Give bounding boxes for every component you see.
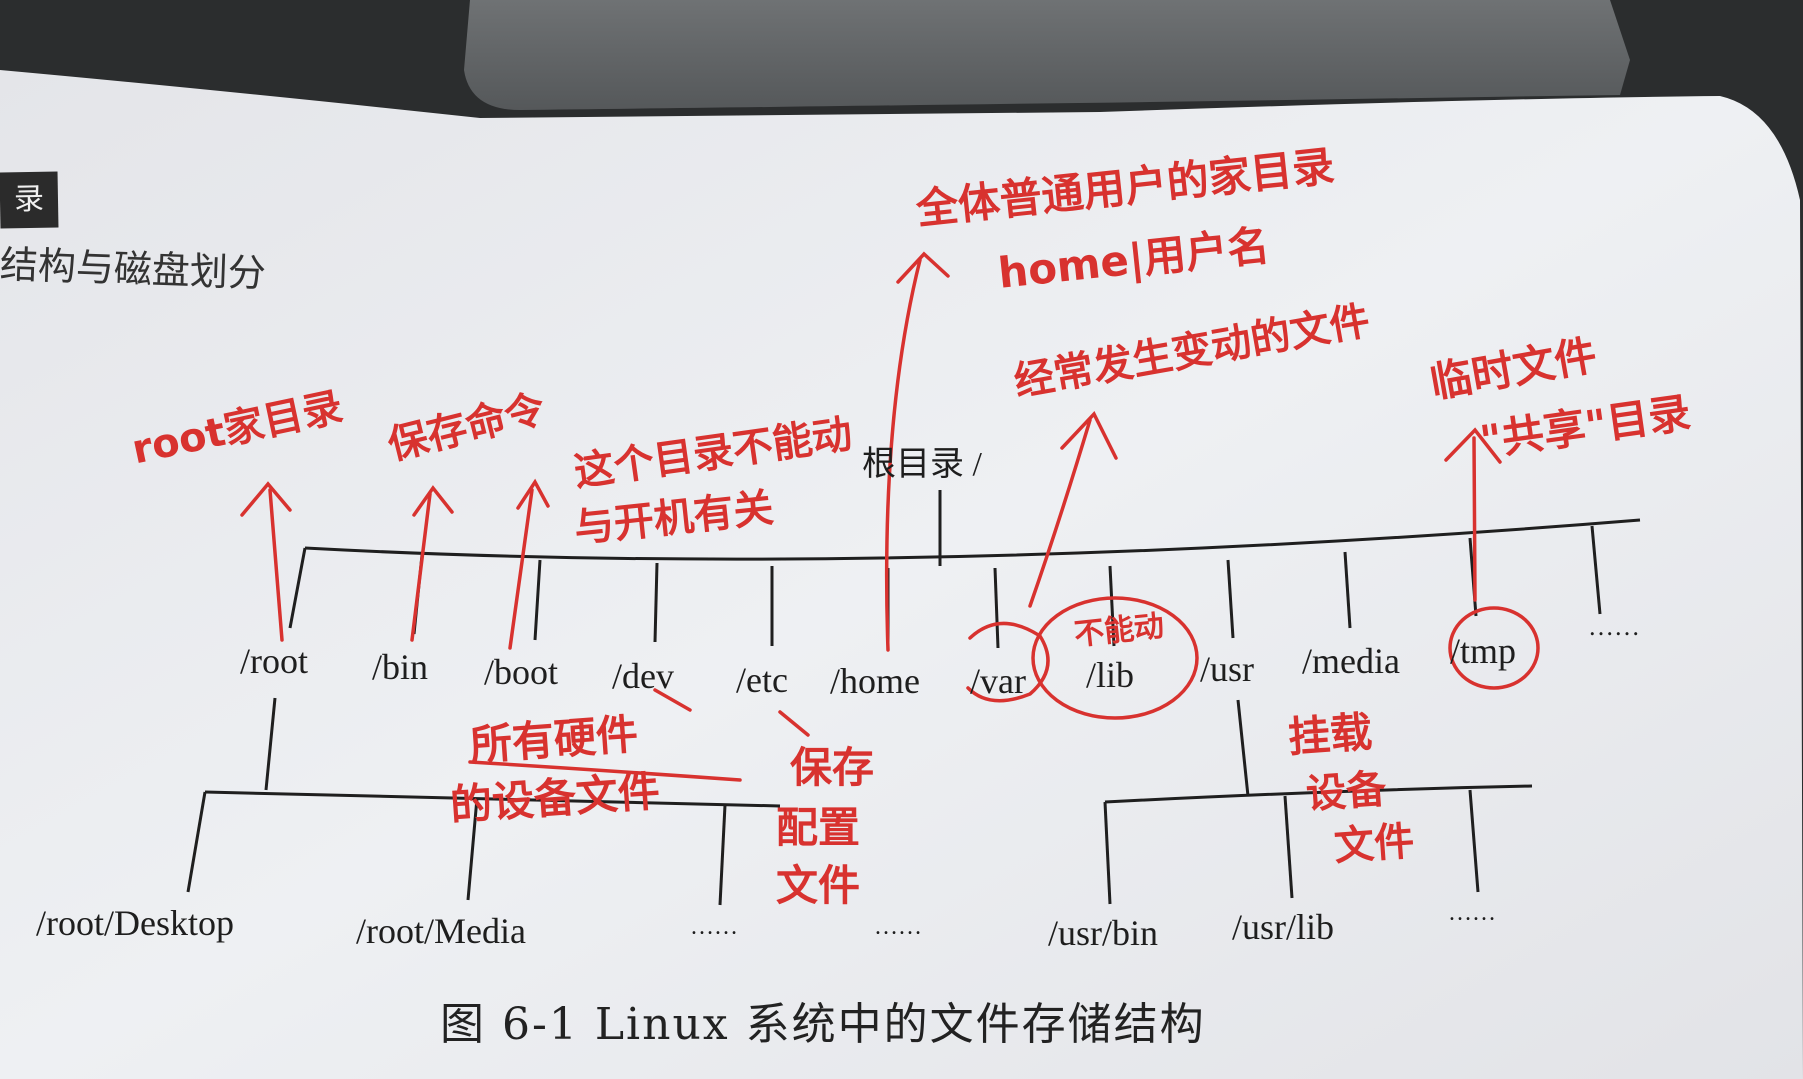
dir-root: /root	[240, 641, 308, 681]
dir-usr-bin: /usr/bin	[1048, 913, 1159, 953]
dir-root-media: /root/Media	[356, 911, 526, 951]
book-page	[0, 70, 1803, 1079]
annotation-media-line1: 挂载	[1286, 707, 1374, 762]
tablet-device	[464, 0, 1630, 110]
dir-usr-lib: /usr/lib	[1232, 907, 1335, 947]
dir-bin: /bin	[372, 647, 429, 687]
dir-etc: /etc	[736, 660, 788, 700]
annotation-etc-line2: 配置	[776, 803, 861, 852]
dir-var: /var	[970, 661, 1026, 701]
dir-lib: /lib	[1086, 655, 1135, 695]
dir-home: /home	[830, 661, 920, 701]
annotation-media-line3: 文件	[1332, 818, 1416, 870]
root-directory-label: 根目录 /	[862, 446, 982, 483]
ink-marks	[240, 251, 1540, 782]
dir-etc-more: ……	[874, 914, 922, 940]
dir-root-more: ……	[690, 914, 738, 940]
dir-boot: /boot	[484, 652, 559, 692]
annotation-lib: 不能动	[1072, 608, 1166, 653]
chapter-title: 结构与磁盘划分	[0, 242, 267, 296]
dir-media: /media	[1302, 641, 1400, 681]
figure-caption: 图 6-1 Linux 系统中的文件存储结构	[440, 999, 1206, 1050]
dir-dev: /dev	[612, 656, 674, 696]
chapter-badge: 录	[0, 171, 59, 229]
dir-usr-more: ……	[1448, 900, 1496, 926]
dir-usr: /usr	[1200, 649, 1254, 689]
annotation-etc-line3: 文件	[776, 861, 861, 910]
annotation-etc-line1: 保存	[790, 743, 875, 792]
dir-tmp: /tmp	[1450, 631, 1517, 671]
dir-more: ……	[1588, 612, 1640, 641]
dir-root-desktop: /root/Desktop	[36, 903, 234, 943]
